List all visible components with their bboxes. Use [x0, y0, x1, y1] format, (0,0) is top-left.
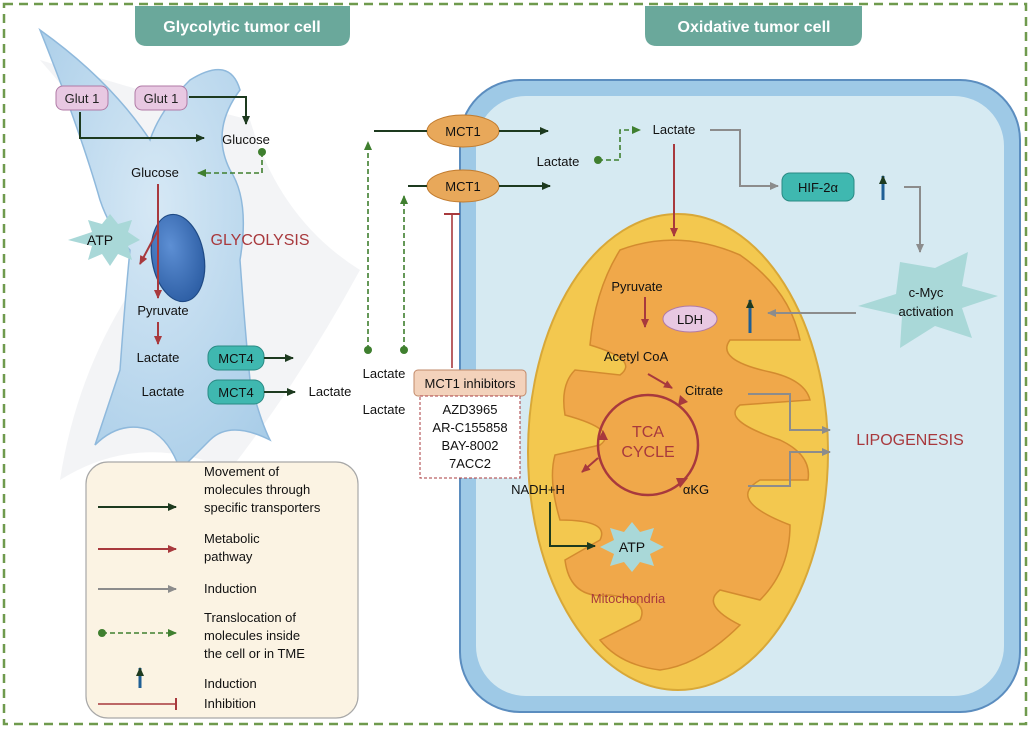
lactate-left-2: Lactate: [142, 384, 185, 399]
atp-branch-arrow: [139, 229, 159, 265]
glut1-b-arrow: [189, 96, 250, 125]
lipogenesis-label: LIPOGENESIS: [856, 432, 964, 449]
inhibitors-title: MCT1 inhibitors: [424, 376, 516, 391]
lactate-left-1: Lactate: [137, 350, 180, 365]
lactate-entry: Lactate: [537, 154, 580, 169]
legend-metabolic-1: Metabolic: [204, 531, 260, 546]
tca-marker-3: [598, 430, 608, 440]
akg-to-lipogenesis-arrow: [748, 448, 831, 487]
cmyc-label-1: c-Myc: [909, 285, 944, 300]
lactate-to-hif-arrow: [710, 129, 779, 190]
pyruvate-left: Pyruvate: [137, 303, 188, 318]
akg: αKG: [683, 482, 709, 497]
legend-transloc-1: Translocation of: [204, 610, 296, 625]
legend-inhibition: Inhibition: [204, 696, 256, 711]
inhibitor-item: AR-C155858: [432, 420, 507, 435]
header-oxidative: Oxidative tumor cell: [645, 6, 862, 46]
nadh: NADH+H: [511, 482, 565, 497]
legend-transport-3: specific transporters: [204, 500, 321, 515]
lactate-oxidative: Lactate: [653, 122, 696, 137]
tca-cycle-ring: [596, 393, 700, 497]
mct1-2-label: MCT1: [445, 179, 480, 194]
glucose-translocation-arrow: [197, 148, 266, 177]
nucleus: [150, 213, 206, 303]
acetyl-coa: Acetyl CoA: [604, 349, 669, 364]
header-glycolytic: Glycolytic tumor cell: [135, 6, 350, 46]
lactate-out: Lactate: [309, 384, 352, 399]
mct4-2-label: MCT4: [218, 385, 253, 400]
mct4-1-label: MCT4: [218, 351, 253, 366]
inhibitor-item: AZD3965: [443, 402, 498, 417]
lactate-translocation-arrow: [594, 126, 641, 164]
header-oxidative-label: Oxidative tumor cell: [678, 19, 831, 36]
atp-star-left: ATP: [68, 214, 140, 266]
glut1-b-label: Glut 1: [144, 91, 179, 106]
mct4-1: MCT4: [207, 345, 265, 371]
mct4-2: MCT4: [207, 379, 265, 405]
atp-star-right: ATP: [600, 522, 664, 572]
pyruvate-mito: Pyruvate: [611, 279, 662, 294]
inhibitor-item: BAY-8002: [441, 438, 498, 453]
legend-transloc-2: molecules inside: [204, 628, 300, 643]
tca-label-1: TCA: [632, 424, 664, 441]
cmyc-label-2: activation: [899, 304, 954, 319]
mitochondria-label: Mitochondria: [591, 591, 666, 606]
inhibitor-item: 7ACC2: [449, 456, 491, 471]
hif-label: HIF-2α: [798, 180, 839, 195]
atp-left-label: ATP: [87, 232, 113, 248]
cmyc-star: c-Myc activation: [858, 252, 998, 348]
tca-marker-1: [678, 395, 688, 406]
tca-marker-2: [676, 478, 688, 488]
hif-to-cmyc-arrow: [904, 186, 924, 253]
mct1-inhibitors: MCT1 inhibitors AZD3965 AR-C155858 BAY-8…: [413, 369, 527, 479]
mct1-1: MCT1: [426, 114, 500, 148]
glut1-a: Glut 1: [55, 85, 109, 111]
legend-induction: Induction: [204, 581, 257, 596]
legend-transport-1: Movement of: [204, 464, 280, 479]
legend-metabolic-2: pathway: [204, 549, 253, 564]
glut1-a-arrow: [79, 112, 205, 142]
ldh-box: LDH: [662, 305, 718, 333]
glut1-b: Glut 1: [134, 85, 188, 111]
acetyl-to-citrate-arrow: [647, 373, 673, 389]
legend: Movement of molecules through specific t…: [85, 461, 359, 719]
legend-induction-arrow: Induction: [204, 676, 257, 691]
mct1-2: MCT1: [426, 169, 500, 203]
mct1-1-label: MCT1: [445, 124, 480, 139]
citrate-to-lipogenesis-arrow: [748, 393, 831, 434]
header-glycolytic-label: Glycolytic tumor cell: [163, 19, 320, 36]
legend-transport-2: molecules through: [204, 482, 310, 497]
atp-right-label: ATP: [619, 539, 645, 555]
lactate-tme-b: Lactate: [363, 402, 406, 417]
lactate-tme-a: Lactate: [363, 366, 406, 381]
glucose-outside: Glucose: [222, 132, 270, 147]
glycolysis-label: GLYCOLYSIS: [211, 232, 310, 249]
tca-to-nadh-arrow: [581, 457, 599, 473]
tca-label-2: CYCLE: [621, 444, 674, 461]
legend-transloc-3: the cell or in TME: [204, 646, 305, 661]
hif-box: HIF-2α: [781, 172, 855, 202]
glut1-a-label: Glut 1: [65, 91, 100, 106]
ldh-label: LDH: [677, 312, 703, 327]
citrate: Citrate: [685, 383, 723, 398]
nadh-to-atp-arrow: [549, 502, 596, 550]
glucose-inside: Glucose: [131, 165, 179, 180]
